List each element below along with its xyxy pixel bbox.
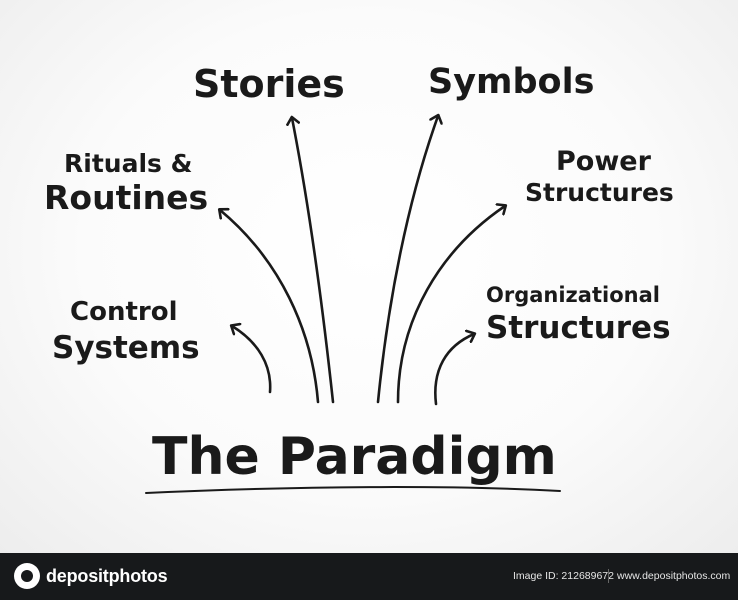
node-power-line2: Structures: [525, 178, 674, 207]
footer-bar: depositphotos Image ID: 212689672 www.de…: [0, 553, 738, 600]
node-stories: Stories: [193, 62, 345, 106]
site-link[interactable]: www.depositphotos.com: [617, 570, 731, 582]
arrow-power: [396, 206, 505, 404]
image-id: Image ID: 212689672: [513, 570, 614, 582]
node-rituals-line1: Rituals &: [64, 149, 192, 178]
node-control-line1: Control: [70, 297, 177, 327]
diagram-canvas: Stories Symbols Rituals & Routines Power…: [0, 0, 738, 553]
arrow-organizational: [434, 334, 474, 406]
node-symbols: Symbols: [428, 62, 594, 102]
arrow-symbols: [376, 116, 438, 404]
node-rituals-line2: Routines: [44, 178, 208, 217]
node-control-line2: Systems: [52, 330, 200, 366]
paradigm-diagram: Stories Symbols Rituals & Routines Power…: [44, 62, 674, 494]
paradigm-underline: [145, 486, 561, 494]
logo-text: depositphotos: [46, 565, 168, 586]
node-organizational-line1: Organizational: [486, 283, 660, 307]
arrow-stories: [292, 118, 335, 404]
arrow-rituals: [220, 210, 320, 404]
depositphotos-logo-icon: [14, 563, 40, 589]
center-title: The Paradigm: [152, 427, 557, 487]
footer-divider: [608, 569, 609, 583]
node-power-line1: Power: [556, 146, 652, 177]
arrow-control: [232, 326, 272, 394]
depositphotos-logo[interactable]: depositphotos: [14, 561, 168, 591]
node-organizational-line2: Structures: [486, 310, 671, 346]
